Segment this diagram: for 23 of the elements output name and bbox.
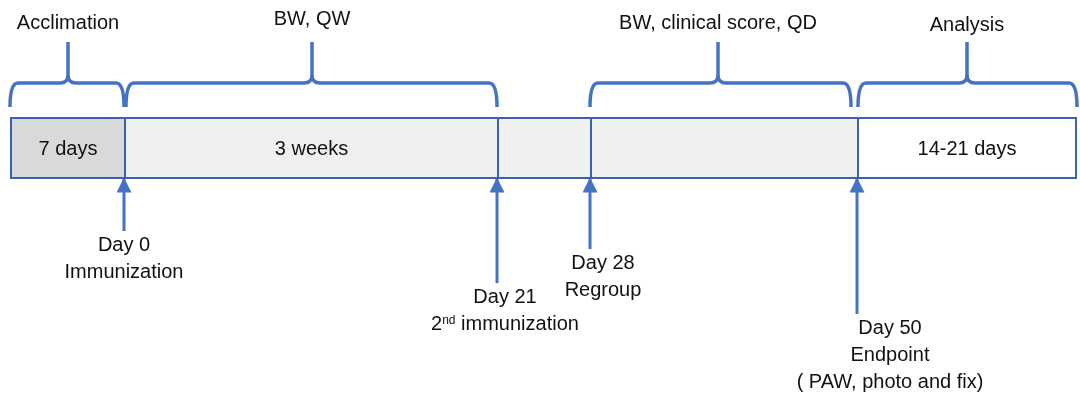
- event-label: Day 21: [473, 284, 537, 309]
- phase-label: BW, QW: [273, 8, 351, 28]
- arrow: [849, 177, 865, 314]
- arrow: [116, 177, 132, 231]
- event-label: Day 50: [858, 315, 922, 340]
- phase-label: Acclimation: [16, 12, 120, 32]
- arrow: [582, 177, 598, 249]
- event-label: Endpoint: [850, 342, 930, 367]
- timeline-segment: [857, 117, 1077, 179]
- arrow: [489, 177, 505, 283]
- event-label: Immunization: [64, 259, 184, 284]
- event-label: 2$^{nd}$ immunization: [431, 311, 579, 336]
- duration-text: 14-21 days: [917, 136, 1017, 161]
- event-label: ( PAW, photo and fix): [796, 369, 984, 394]
- event-label: Regroup: [564, 277, 642, 302]
- duration-text: 3 weeks: [274, 136, 349, 161]
- phase-label: BW, clinical score, QD: [619, 12, 817, 32]
- event-label: Day 0: [97, 232, 151, 257]
- duration-text: 7 days: [38, 136, 98, 161]
- timeline-segment: [124, 117, 499, 179]
- phase-label: Analysis: [929, 14, 1005, 34]
- timeline-segment: [10, 117, 126, 179]
- event-label: Day 28: [571, 250, 635, 275]
